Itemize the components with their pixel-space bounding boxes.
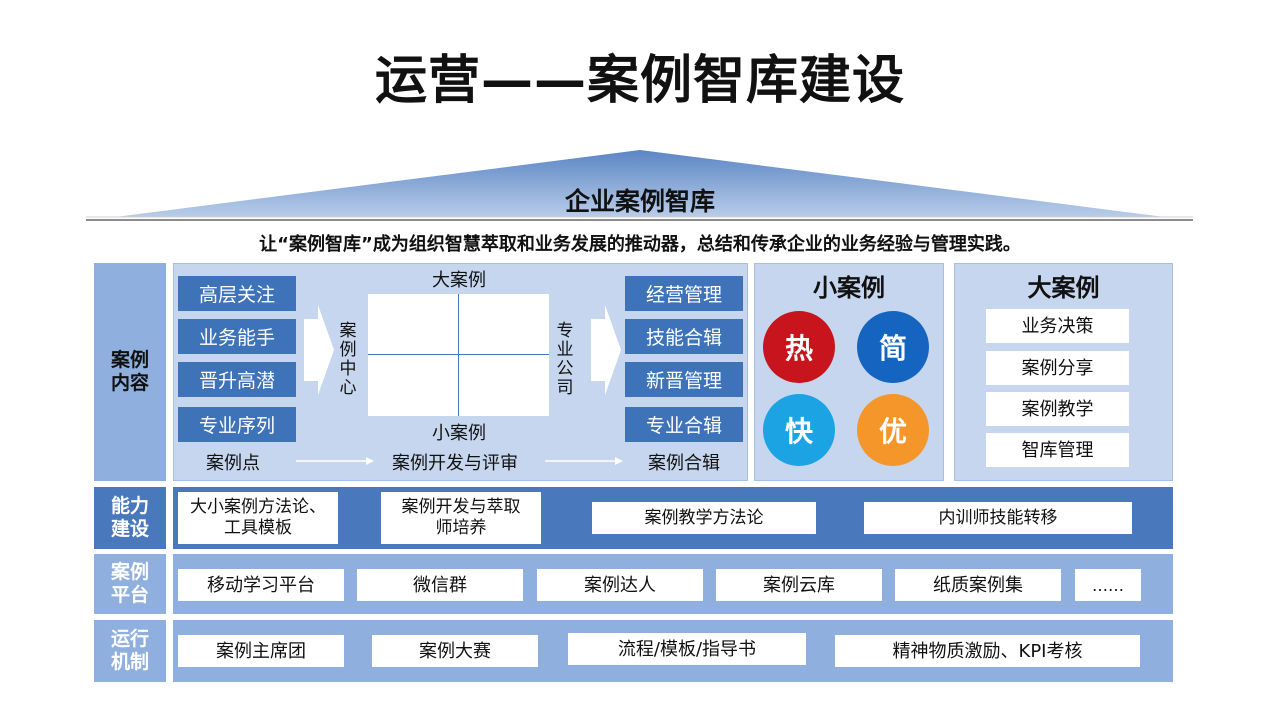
- case-source-item: 专业序列: [178, 407, 296, 442]
- capability-item: 案例教学方法论: [592, 502, 816, 534]
- case-center-label: 案例 中心: [339, 321, 357, 398]
- platform-item: 案例云库: [716, 569, 882, 601]
- capability-item: 内训师技能转移: [864, 502, 1132, 534]
- mechanism-item: 案例主席团: [178, 635, 344, 667]
- case-collection-item: 新晋管理: [625, 362, 743, 397]
- case-collection-item: 技能合辑: [625, 319, 743, 354]
- tagline: 让“案例智库”成为组织智慧萃取和业务发展的推动器，总结和传承企业的业务经验与管理…: [259, 234, 1021, 255]
- case-content-label-block: [94, 263, 166, 481]
- flow-arrow-icon: [591, 305, 621, 395]
- mechanism-item: 精神物质激励、KPI考核: [835, 635, 1140, 667]
- big-case-item: 业务决策: [986, 309, 1129, 343]
- platform-item-more: ……: [1075, 569, 1141, 601]
- flow-arrow-icon: [304, 305, 334, 395]
- hot-circle-icon: 热: [763, 311, 835, 383]
- platform-item: 移动学习平台: [178, 569, 344, 601]
- platform-item: 微信群: [357, 569, 523, 601]
- excellent-circle-icon: 优: [857, 394, 929, 466]
- case-collection-item: 专业合辑: [625, 407, 743, 442]
- case-point-label: 案例点: [206, 453, 260, 474]
- arrow-right-icon: [296, 457, 374, 465]
- capability-label: 能力 建设: [94, 487, 166, 549]
- case-collection-item: 经营管理: [625, 276, 743, 311]
- quadrant-top-label: 大案例: [432, 270, 486, 291]
- platform-item: 案例达人: [537, 569, 703, 601]
- platform-item: 纸质案例集: [895, 569, 1061, 601]
- mechanism-label: 运行 机制: [94, 620, 166, 682]
- mechanism-item: 流程/模板/指导书: [568, 633, 806, 665]
- quadrant-bottom-label: 小案例: [432, 423, 486, 444]
- big-case-item: 案例教学: [986, 392, 1129, 426]
- case-quadrant: [368, 294, 549, 416]
- big-case-item: 案例分享: [986, 351, 1129, 385]
- simple-circle-icon: 简: [857, 311, 929, 383]
- small-cases-title: 小案例: [813, 273, 885, 302]
- big-case-item: 智库管理: [986, 433, 1129, 467]
- page-title: 运营——案例智库建设: [374, 50, 905, 111]
- fast-circle-icon: 快: [763, 394, 835, 466]
- platform-label: 案例 平台: [94, 554, 166, 614]
- case-development-label: 案例开发与评审: [392, 453, 518, 474]
- case-collection-label: 案例合辑: [648, 453, 720, 474]
- arrow-right-icon: [545, 457, 623, 465]
- capability-item: 案例开发与萃取 师培养: [381, 492, 541, 544]
- mechanism-item: 案例大赛: [372, 635, 538, 667]
- roof-label: 企业案例智库: [564, 187, 715, 216]
- case-content-label: 案例 内容: [110, 349, 149, 394]
- roof-triangle: [86, 150, 1193, 221]
- professional-company-label: 专业 公司: [556, 321, 574, 398]
- case-source-item: 业务能手: [178, 319, 296, 354]
- case-source-item: 高层关注: [178, 276, 296, 311]
- case-source-item: 晋升高潜: [178, 362, 296, 397]
- capability-item: 大小案例方法论、 工具模板: [178, 492, 338, 544]
- big-cases-title: 大案例: [1027, 273, 1100, 302]
